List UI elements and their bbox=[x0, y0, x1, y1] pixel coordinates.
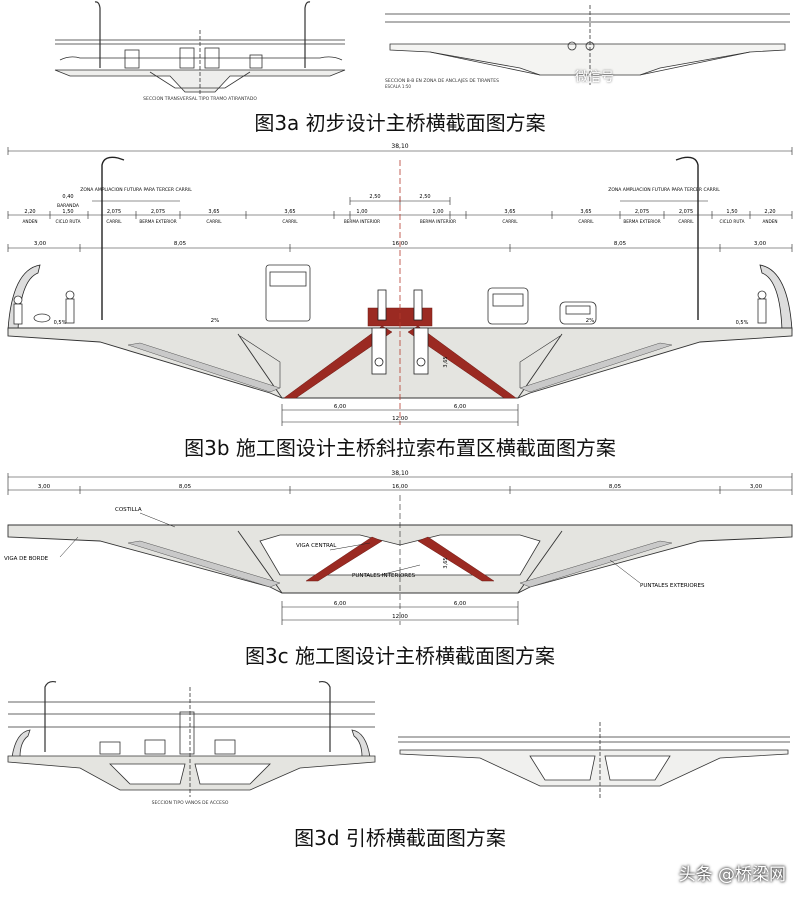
fig3b-pedestrians bbox=[13, 290, 767, 325]
fig3c-label-viga-borde: VIGA DE BORDE bbox=[4, 556, 49, 562]
fig3b-lane-dims: 2,20 ANDEN 1,50 CICLO RUTA 2,075 CARRIL … bbox=[23, 209, 778, 224]
caption-fig3c: 图3c 施工图设计主桥横截面图方案 bbox=[244, 644, 556, 668]
fig3c-bottom-right: 6,00 bbox=[454, 601, 467, 607]
lane-dim: 3,65 bbox=[208, 209, 219, 215]
row3-dim: 8,05 bbox=[174, 241, 187, 247]
lane-dim: 3,65 bbox=[580, 209, 591, 215]
fig3b-zona-left: ZONA AMPLIACION FUTURA PARA TERCER CARRI… bbox=[80, 187, 192, 193]
lane-dim: 2,075 bbox=[151, 209, 165, 215]
lane-dim: 2,20 bbox=[24, 209, 35, 215]
fig3d-right-section bbox=[398, 722, 790, 800]
lane-dim: 2,075 bbox=[679, 209, 693, 215]
fig3b-slope-right: 2% bbox=[586, 318, 595, 324]
lane-label: CARRIL bbox=[678, 219, 694, 224]
fig3a-drawings: SECCION TRANSVERSAL TIPO TRAMO ATIRANTAD… bbox=[54, 1, 790, 102]
fig3c-height: 3,65 bbox=[443, 557, 449, 568]
fig3d-left-title: SECCION TIPO VANOS DE ACCESO bbox=[152, 800, 229, 806]
lane-dim: 1,50 bbox=[726, 209, 737, 215]
caption-fig3a: 图3a 初步设计主桥横截面图方案 bbox=[254, 111, 546, 135]
lane-label: ANDEN bbox=[763, 219, 778, 224]
fig3b-vehicles bbox=[265, 264, 597, 325]
lane-dim: 2,20 bbox=[764, 209, 775, 215]
fig3b-drawing: 38,10 2,50 2,50 ZONA AMPLIACION FUTURA P… bbox=[7, 143, 793, 426]
lane-dim: 1,00 bbox=[356, 209, 367, 215]
lane-label: CARRIL bbox=[106, 219, 122, 224]
fig3a-right-scale: ESCALA 1:50 bbox=[385, 84, 411, 89]
fig3b-half-left: 2,50 bbox=[369, 194, 380, 200]
caption-fig3b: 图3b 施工图设计主桥斜拉索布置区横截面图方案 bbox=[184, 436, 616, 460]
lane-label: BERMA EXTERIOR bbox=[623, 219, 660, 224]
fig3b-height: 3,65 bbox=[443, 356, 449, 367]
fig3c-dim: 3,00 bbox=[750, 484, 763, 490]
fig3b-slope-edge-right: 0,5% bbox=[736, 320, 749, 326]
lane-label: CARRIL bbox=[502, 219, 518, 224]
row3-dim: 3,00 bbox=[34, 241, 47, 247]
lane-label: CARRIL bbox=[206, 219, 222, 224]
fig3c-total-width: 38,10 bbox=[391, 470, 408, 477]
fig3a-right-title: SECCION B-B EN ZONA DE ANCLAJES DE TIRAN… bbox=[385, 78, 499, 84]
fig3c-struts bbox=[305, 536, 495, 582]
lane-dim: 1,00 bbox=[432, 209, 443, 215]
fig3c-dim: 3,00 bbox=[38, 484, 51, 490]
fig3b-baranda-dim: 0,40 bbox=[62, 194, 73, 200]
lane-dim: 3,65 bbox=[504, 209, 515, 215]
lane-label: CICLO RUTA bbox=[720, 219, 745, 224]
fig3b-total-width: 38,10 bbox=[391, 143, 408, 150]
fig3c-label-puntales-interiores: PUNTALES INTERIORES bbox=[352, 573, 416, 579]
fig3b-baranda-label: BARANDA bbox=[57, 203, 80, 209]
fig3d-left-section: SECCION TIPO VANOS DE ACCESO bbox=[7, 680, 376, 806]
fig3d-drawings: SECCION TIPO VANOS DE ACCESO bbox=[7, 680, 790, 806]
fig3c-leaders bbox=[59, 512, 641, 584]
fig3b-zona-right: ZONA AMPLIACION FUTURA PARA TERCER CARRI… bbox=[608, 187, 720, 193]
fig3c-label-viga-central: VIGA CENTRAL bbox=[296, 543, 337, 549]
lane-dim: 2,075 bbox=[635, 209, 649, 215]
fig3a-watermark: 微信号 bbox=[575, 70, 615, 85]
lane-dim: 3,65 bbox=[284, 209, 295, 215]
row3-dim: 3,00 bbox=[754, 241, 767, 247]
lane-label: BERMA INTERIOR bbox=[420, 219, 456, 224]
fig3c-dims: 3,00 8,05 16,00 8,05 3,00 bbox=[38, 484, 763, 490]
fig3a-left-section: SECCION TRANSVERSAL TIPO TRAMO ATIRANTAD… bbox=[54, 1, 346, 102]
fig3b-lamp-right bbox=[675, 156, 699, 320]
lane-dim: 1,50 bbox=[62, 209, 73, 215]
lane-label: CARRIL bbox=[578, 219, 594, 224]
fig3b-half-right: 2,50 bbox=[419, 194, 430, 200]
fig3c-label-puntales-exteriores: PUNTALES EXTERIORES bbox=[640, 583, 705, 589]
lane-label: CICLO RUTA bbox=[56, 219, 81, 224]
fig3c-dim: 16,00 bbox=[392, 484, 408, 490]
fig3c-bottom-left: 6,00 bbox=[334, 601, 347, 607]
fig3c-drawing: 38,10 3,00 8,05 16,00 8,05 3,00 COSTILLA… bbox=[4, 470, 793, 625]
lane-dim: 2,075 bbox=[107, 209, 121, 215]
fig3c-label-costilla: COSTILLA bbox=[115, 507, 142, 513]
fig3b-fairing-right bbox=[759, 264, 793, 331]
caption-fig3d: 图3d 引桥横截面图方案 bbox=[294, 826, 506, 850]
fig3a-left-title: SECCION TRANSVERSAL TIPO TRAMO ATIRANTAD… bbox=[143, 96, 257, 102]
lane-label: CARRIL bbox=[282, 219, 298, 224]
lane-label: BERMA EXTERIOR bbox=[139, 219, 176, 224]
fig3b-bottom-left: 6,00 bbox=[334, 404, 347, 410]
fig3b-lamp-left bbox=[101, 156, 125, 320]
row3-dim: 8,05 bbox=[614, 241, 627, 247]
fig3c-dim: 8,05 bbox=[609, 484, 622, 490]
fig3b-slope-edge-left: 0,5% bbox=[54, 320, 67, 326]
fig3b-bottom-right: 6,00 bbox=[454, 404, 467, 410]
lane-label: BERMA INTERIOR bbox=[344, 219, 380, 224]
fig3a-right-section: SECCION B-B EN ZONA DE ANCLAJES DE TIRAN… bbox=[385, 5, 790, 89]
fig3b-bottom-total: 12,00 bbox=[392, 416, 408, 422]
fig3b-slope-left: 2% bbox=[211, 318, 220, 324]
lane-label: ANDEN bbox=[23, 219, 38, 224]
fig3c-dim: 8,05 bbox=[179, 484, 192, 490]
watermark-bottom: 头条 @桥梁网 bbox=[678, 865, 786, 885]
fig3b-anchors bbox=[371, 289, 429, 375]
fig3c-bottom-total: 12,00 bbox=[392, 614, 408, 620]
